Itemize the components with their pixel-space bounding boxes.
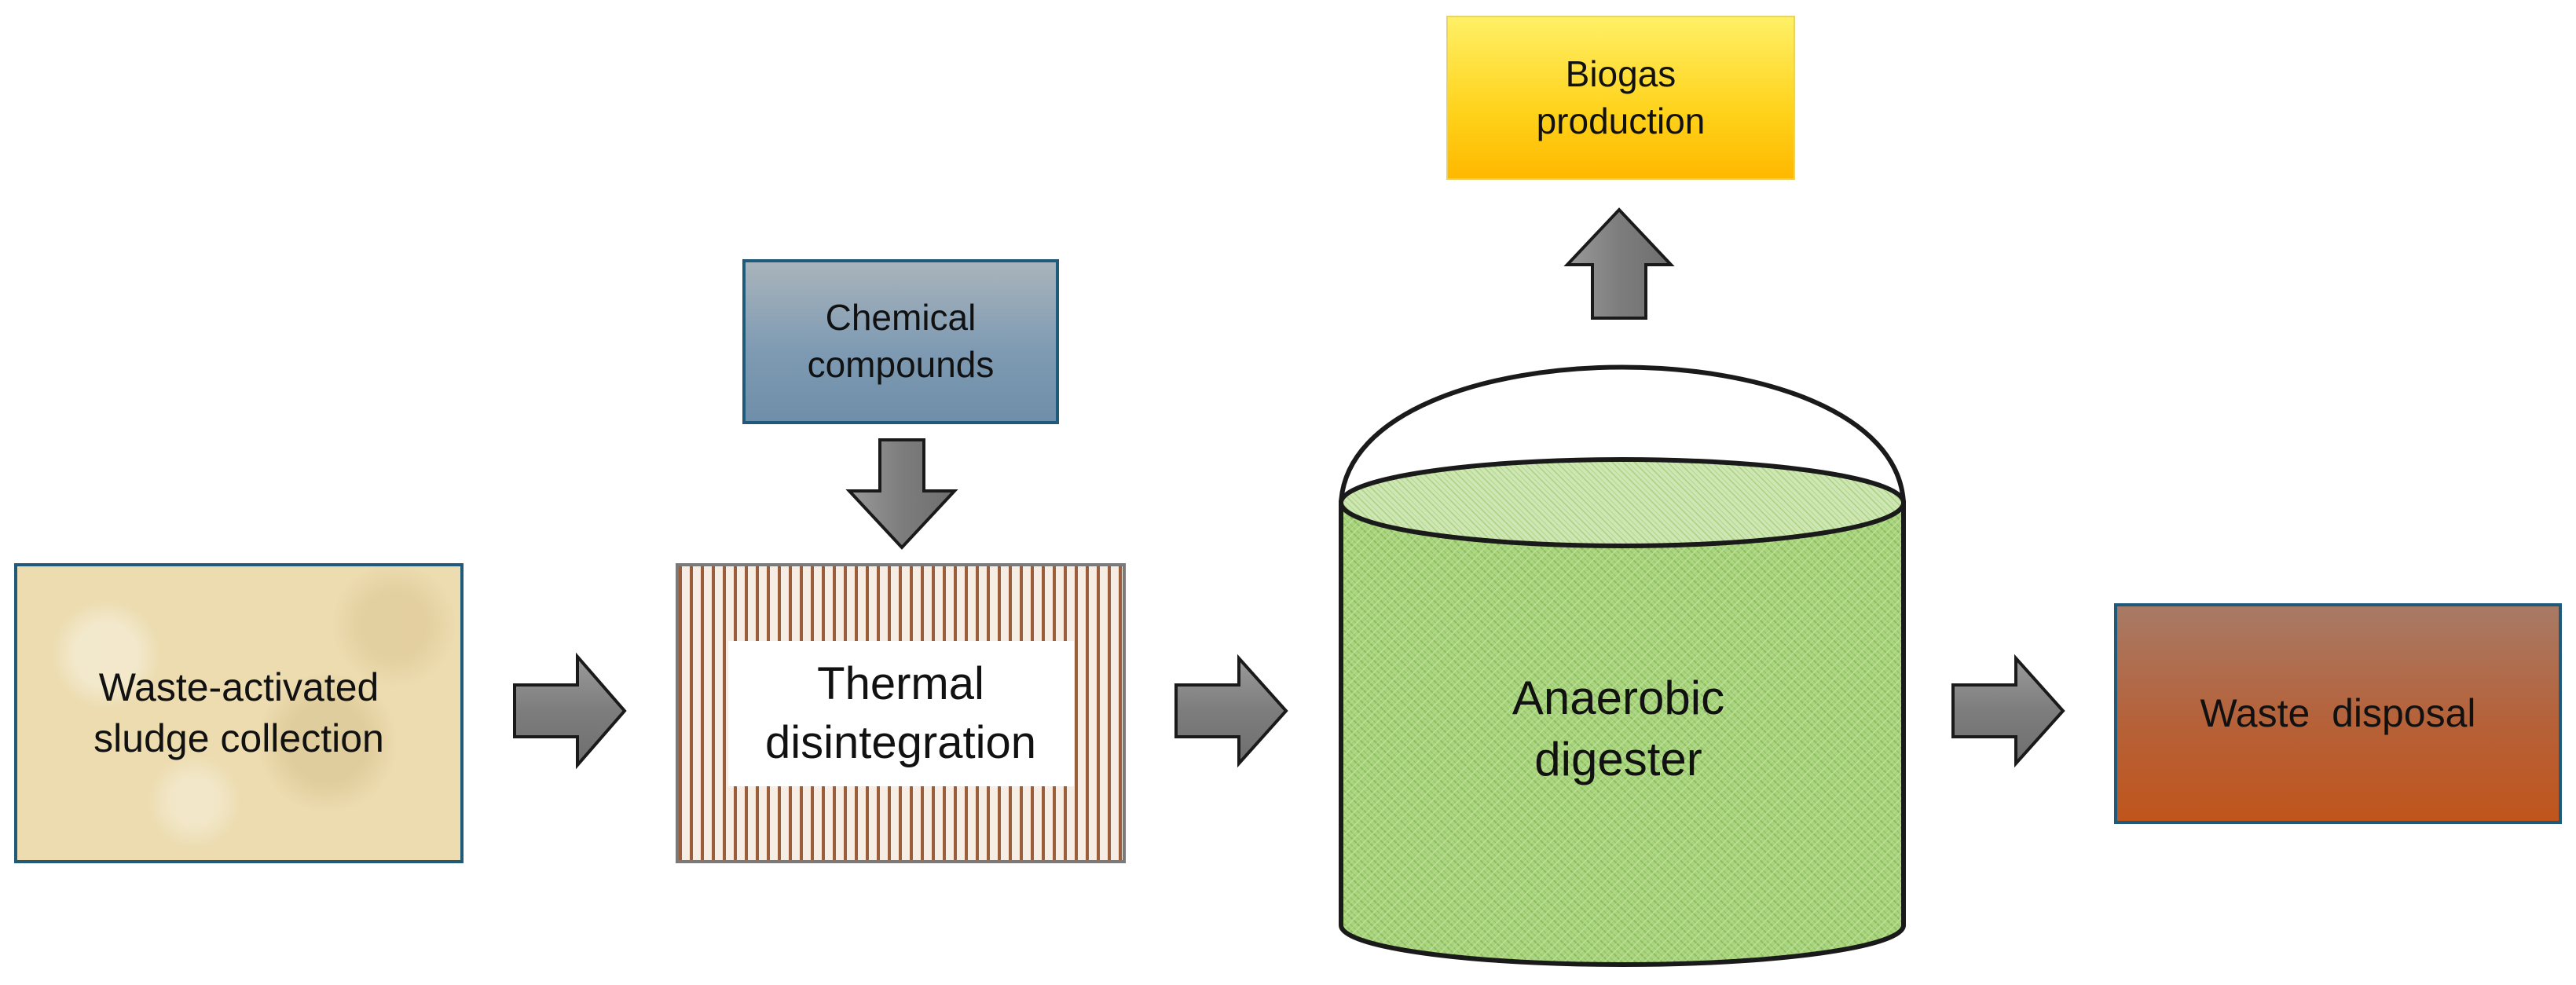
node-disposal-label: Waste disposal <box>2200 691 2476 735</box>
node-thermal-inner: Thermal disintegration <box>727 640 1074 786</box>
node-chemical-compounds: Chemical compounds <box>742 259 1059 424</box>
anaerobic-digester <box>1339 364 1906 967</box>
node-thermal-label: Thermal disintegration <box>765 657 1036 768</box>
node-waste-disposal: Waste disposal <box>2114 603 2562 824</box>
arrow-right-icon <box>1951 654 2065 768</box>
digester-body <box>1339 500 1906 967</box>
arrow-up-icon <box>1563 207 1675 320</box>
arrow-down-icon <box>845 438 958 550</box>
node-thermal-disintegration: Thermal disintegration <box>676 563 1126 863</box>
node-sludge-label: Waste-activated sludge collection <box>93 665 384 760</box>
node-biogas-label: Biogas production <box>1536 53 1706 141</box>
node-sludge-collection: Waste-activated sludge collection <box>14 563 464 863</box>
arrow-right-icon <box>513 652 627 770</box>
node-biogas-production: Biogas production <box>1446 16 1795 180</box>
node-digester-label: Anaerobic digester <box>1512 672 1725 785</box>
node-chemical-label: Chemical compounds <box>807 297 995 385</box>
digester-top <box>1339 457 1906 548</box>
arrow-right-icon <box>1174 654 1288 768</box>
